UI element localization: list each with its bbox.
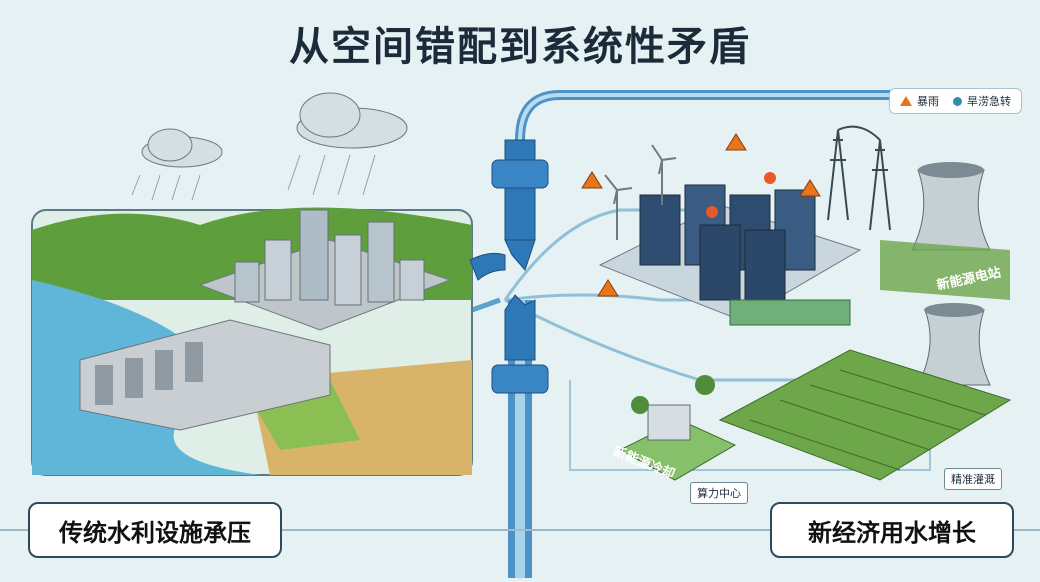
- cooling-towers: [880, 162, 1010, 386]
- wind-turbines: [604, 144, 677, 240]
- legend-label: 暴雨: [917, 95, 939, 108]
- legend-label: 旱涝急转: [967, 95, 1011, 108]
- rain-cloud-left: [131, 128, 223, 201]
- rain-cloud-right: [287, 92, 408, 196]
- teal-dot-icon: [953, 96, 962, 106]
- legend: 暴雨 旱涝急转: [889, 88, 1022, 114]
- compute-center-label: 算力中心: [690, 482, 748, 504]
- legend-item-drought-flood: 旱涝急转: [953, 93, 1011, 109]
- farm-fields: [718, 349, 1012, 481]
- left-landscape-panel: [31, 92, 473, 476]
- cooling-plant: [618, 375, 737, 481]
- warning-triangle-icon: [900, 96, 912, 106]
- warning-icons: [581, 133, 821, 297]
- precision-irrigation-label: 精准灌溉: [944, 468, 1002, 490]
- dam: [79, 319, 331, 431]
- power-towers: [827, 125, 891, 231]
- broken-pipe: [469, 139, 549, 394]
- data-center: [598, 184, 862, 326]
- caption-left: 传统水利设施承压: [28, 502, 282, 558]
- caption-right: 新经济用水增长: [770, 502, 1014, 558]
- city-buildings: [198, 209, 452, 331]
- legend-item-rainstorm: 暴雨: [900, 93, 939, 109]
- page-title: 从空间错配到系统性矛盾: [289, 24, 751, 70]
